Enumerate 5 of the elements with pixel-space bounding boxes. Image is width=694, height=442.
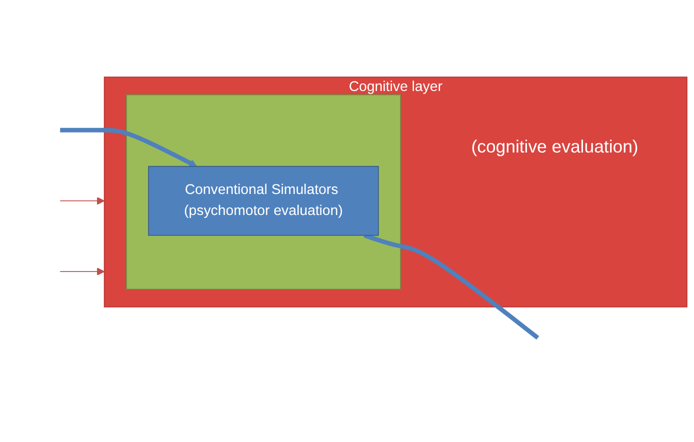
arrow	[60, 197, 105, 205]
process-box: Conventional Simulators (psychomotor evaluation)	[148, 166, 379, 236]
arrow	[60, 268, 105, 276]
arrow	[60, 128, 197, 167]
node-label: (cognitive evaluation)	[471, 138, 638, 158]
